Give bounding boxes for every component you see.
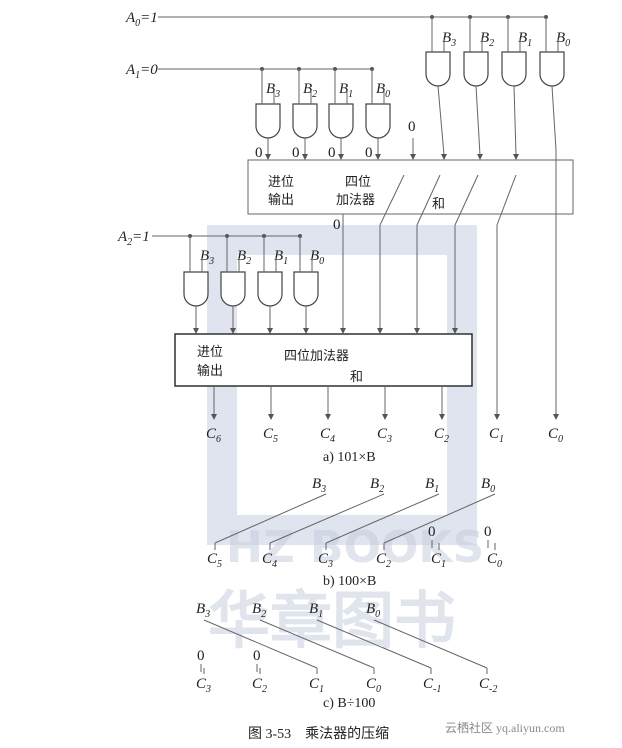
a1-zero-3: 0 — [365, 145, 373, 161]
c-input-B2: B2 — [252, 601, 266, 620]
a1-input-B3: B3 — [266, 81, 280, 100]
part-a-wires: 00 — [333, 85, 559, 420]
part-c-shift: B3 B2 B1 B0 0 0C3 C2 C1 C0 C-1 C-2 — [196, 601, 497, 695]
a1-label: A1=0 — [125, 62, 158, 81]
b-input-B3: B3 — [312, 476, 326, 495]
c-output-C2: C2 — [252, 676, 267, 695]
a2-input-B0: B0 — [310, 248, 324, 267]
a1-input-B1: B1 — [339, 81, 353, 100]
a2-input-B2: B2 — [237, 248, 251, 267]
c-output-C3: C3 — [196, 676, 211, 695]
b-output-C0: C0 — [487, 551, 502, 570]
output-C6: C6 — [206, 426, 221, 445]
and-gate-a1-B3 — [255, 103, 281, 139]
c-output-C0: C0 — [366, 676, 381, 695]
a0-input-B2: B2 — [480, 30, 494, 49]
a2-input-B1: B1 — [274, 248, 288, 267]
c-wire-3 — [373, 619, 488, 669]
and-gates-a2: B3 B2 B1 B0 — [183, 234, 324, 334]
b-output-C2: C2 — [376, 551, 391, 570]
and-gate-a2-B2 — [220, 271, 246, 307]
c-output-C1: C1 — [309, 676, 324, 695]
c-output-C-2: C-2 — [479, 676, 497, 695]
adder-1-carry-label-2: 输出 — [268, 192, 294, 208]
a1-input-B2: B2 — [303, 81, 317, 100]
and-gate-a0-B1 — [501, 51, 527, 87]
and-gate-a2-B1 — [257, 271, 283, 307]
a1-zero-1: 0 — [292, 145, 300, 161]
b-input-B0: B0 — [481, 476, 495, 495]
caption-a: a) 101×B — [323, 450, 376, 465]
and-gate-a0-B3 — [425, 51, 451, 87]
b-wire-1 — [269, 493, 385, 544]
adder-2-sum-label: 和 — [350, 370, 363, 385]
adder-2-box — [174, 333, 473, 387]
b-input-B2: B2 — [370, 476, 384, 495]
part-a-outputs: C6 C5 C4 C3 C2 C1 C0 — [206, 386, 563, 445]
adder-1-carry-label: 进位 — [268, 175, 294, 190]
adder-2-carry-label: 进位 — [197, 345, 223, 360]
c-wire-2 — [316, 619, 432, 669]
b-wire-3 — [383, 493, 496, 544]
and-gate-a0-B2 — [463, 51, 489, 87]
site-watermark: 云栖社区 yq.aliyun.com — [445, 720, 565, 735]
output-C3: C3 — [377, 426, 392, 445]
b-zero-0: 0 — [428, 524, 436, 540]
c-wire-1 — [259, 619, 375, 669]
adder-1-box — [247, 159, 574, 215]
b-output-C3: C3 — [318, 551, 333, 570]
b-output-C1: C1 — [431, 551, 446, 570]
adder-2-name-label: 四位加法器 — [284, 349, 349, 364]
c-input-B0: B0 — [366, 601, 380, 620]
adder-1-name-label: 四位 — [345, 175, 371, 190]
output-C4: C4 — [320, 426, 335, 445]
b-wire-0 — [214, 493, 327, 544]
b-input-B1: B1 — [425, 476, 439, 495]
caption-b: b) 100×B — [323, 574, 376, 589]
output-C0: C0 — [548, 426, 563, 445]
caption-c: c) B÷100 — [323, 696, 375, 711]
part-b-shift: B3 B2 B1 B0 0 0C5 C4 C3 C2 C1 C0 — [207, 476, 502, 570]
and-gates-a0: B3 B2 B1 B0 — [425, 15, 570, 87]
and-gates-a1: B3 0 B2 0 B1 0 B0 0 — [255, 67, 391, 161]
c-wire-0 — [203, 619, 318, 669]
adder-1-name-label-2: 加法器 — [336, 193, 375, 208]
c-zero-0: 0 — [197, 648, 205, 664]
b-wire-2 — [325, 493, 440, 544]
a1-zero-0: 0 — [255, 145, 263, 161]
publisher-watermark: HZ BOOKS 华章图书 — [207, 225, 484, 657]
a1-zero-2: 0 — [328, 145, 336, 161]
watermark-chinese: 华章图书 — [208, 584, 456, 657]
adder1-zero-in: 0 — [408, 119, 416, 135]
and-gate-a0-B0 — [539, 51, 565, 87]
and-gate-a1-B1 — [328, 103, 354, 139]
c-zero-1: 0 — [253, 648, 261, 664]
and-gate-a2-B0 — [293, 271, 319, 307]
a2-label: A2=1 — [117, 229, 150, 248]
adder-1-sum-label: 和 — [432, 197, 445, 212]
and-gate-a2-B3 — [183, 271, 209, 307]
a0-input-B1: B1 — [518, 30, 532, 49]
b-output-C5: C5 — [207, 551, 222, 570]
figure-caption: 图 3-53 乘法器的压缩 — [248, 726, 389, 742]
and-gate-a1-B0 — [365, 103, 391, 139]
a2-input-B3: B3 — [200, 248, 214, 267]
a0-input-B3: B3 — [442, 30, 456, 49]
b-output-C4: C4 — [262, 551, 277, 570]
a1-input-B0: B0 — [376, 81, 390, 100]
adder-2-carry-label-2: 输出 — [197, 363, 223, 379]
output-C5: C5 — [263, 426, 278, 445]
b-zero-1: 0 — [484, 524, 492, 540]
output-C1: C1 — [489, 426, 504, 445]
c-output-C-1: C-1 — [423, 676, 441, 695]
c-input-B1: B1 — [309, 601, 323, 620]
a0-input-B0: B0 — [556, 30, 570, 49]
c-input-B3: B3 — [196, 601, 210, 620]
and-gate-a1-B2 — [292, 103, 318, 139]
output-C2: C2 — [434, 426, 449, 445]
a0-label: A0=1 — [125, 10, 158, 29]
adder1-carry-zero: 0 — [333, 217, 341, 233]
